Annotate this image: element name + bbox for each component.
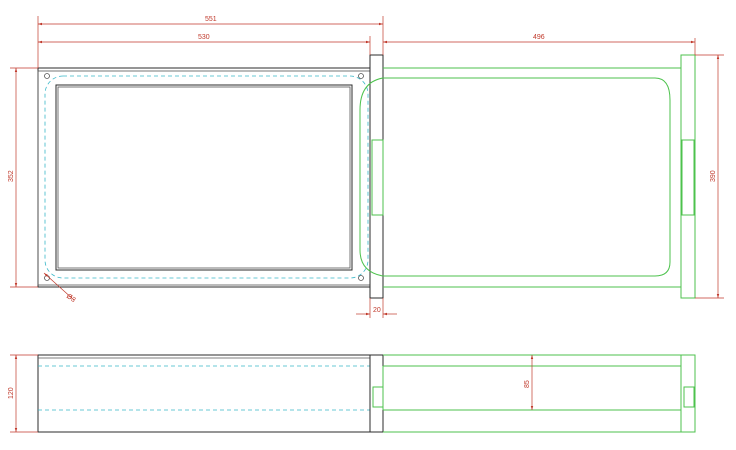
dim-side-height: 120	[8, 354, 38, 433]
hidden-outline	[44, 75, 369, 279]
mount-hole-top-left	[44, 73, 50, 79]
dim-inner-width-label: 530	[198, 34, 210, 41]
dim-hole-diameter: Ø3	[43, 272, 77, 304]
front-frame-inner-lip	[37, 70, 371, 286]
dim-extension-length-label: 496	[533, 34, 545, 41]
mount-hole-top-right	[358, 73, 364, 79]
rear-bracket-handle	[681, 139, 695, 216]
dim-hole-diameter-label: Ø3	[65, 293, 77, 304]
dim-rail-height-label: 85	[524, 380, 531, 388]
dim-right-height: 390	[695, 54, 724, 299]
dim-overall-width-label: 551	[205, 16, 217, 23]
side-body	[37, 354, 371, 433]
side-view	[37, 354, 696, 433]
screen-window-bevel	[57, 86, 351, 269]
side-front-bracket	[369, 354, 384, 433]
side-rear-bracket	[680, 354, 696, 433]
dim-side-height-label: 120	[8, 387, 15, 399]
dim-bracket-width-label: 20	[373, 307, 381, 314]
top-view	[37, 54, 696, 299]
dim-right-height-label: 390	[710, 170, 717, 182]
front-bracket-handle	[371, 139, 384, 216]
slide-rail-top	[359, 54, 696, 299]
front-frame-outer	[37, 67, 371, 288]
dim-bracket-width: 20	[356, 298, 397, 318]
mount-hole-bottom-left	[44, 275, 50, 281]
side-slide-rail	[382, 354, 696, 433]
rear-bracket-plate	[680, 54, 696, 299]
dim-left-height-label: 352	[8, 170, 15, 182]
dim-extension-length: 496	[383, 34, 696, 55]
screen-window	[55, 84, 353, 271]
dim-left-height: 352	[8, 67, 38, 288]
dim-rail-height: 85	[524, 355, 534, 410]
dim-inner-width: 530	[38, 34, 371, 55]
mount-hole-bottom-right	[358, 275, 364, 281]
